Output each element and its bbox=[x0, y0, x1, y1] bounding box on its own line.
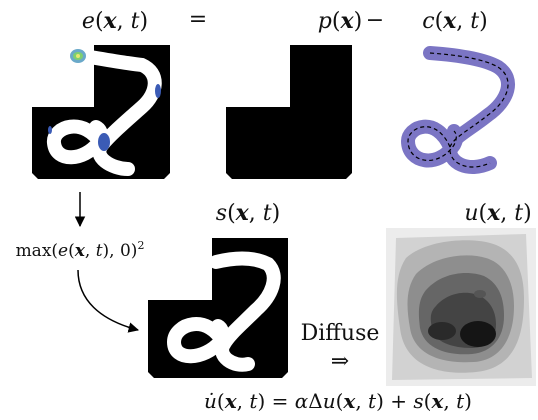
diffuse-label: Diffuse bbox=[301, 321, 380, 346]
minus-sign: − bbox=[366, 8, 384, 33]
top-equation: e(x, t) = p(x) − c(x, t) bbox=[82, 7, 488, 34]
u-label: u(x, t) bbox=[464, 200, 531, 226]
c-label: c(x, t) bbox=[422, 8, 487, 34]
blob-1 bbox=[98, 133, 110, 151]
equals-sign: = bbox=[189, 7, 207, 32]
diffusion-equation: u̇(x, t) = αΔu(x, t) + s(x, t) bbox=[204, 389, 472, 413]
e-panel bbox=[32, 45, 170, 179]
s-panel bbox=[148, 238, 288, 378]
c-panel bbox=[400, 46, 515, 174]
u-panel bbox=[386, 228, 536, 386]
blob-2 bbox=[155, 84, 161, 98]
p-label: p(x) bbox=[318, 8, 362, 34]
e-label: e(x, t) bbox=[82, 8, 148, 34]
s-label: s(x, t) bbox=[216, 200, 280, 226]
p-panel bbox=[226, 45, 352, 179]
blob-3 bbox=[48, 126, 52, 134]
max-label: max(e(x, t), 0)2 bbox=[16, 239, 145, 261]
implies-arrow: ⇒ bbox=[331, 349, 349, 374]
curved-arrow bbox=[77, 269, 140, 333]
